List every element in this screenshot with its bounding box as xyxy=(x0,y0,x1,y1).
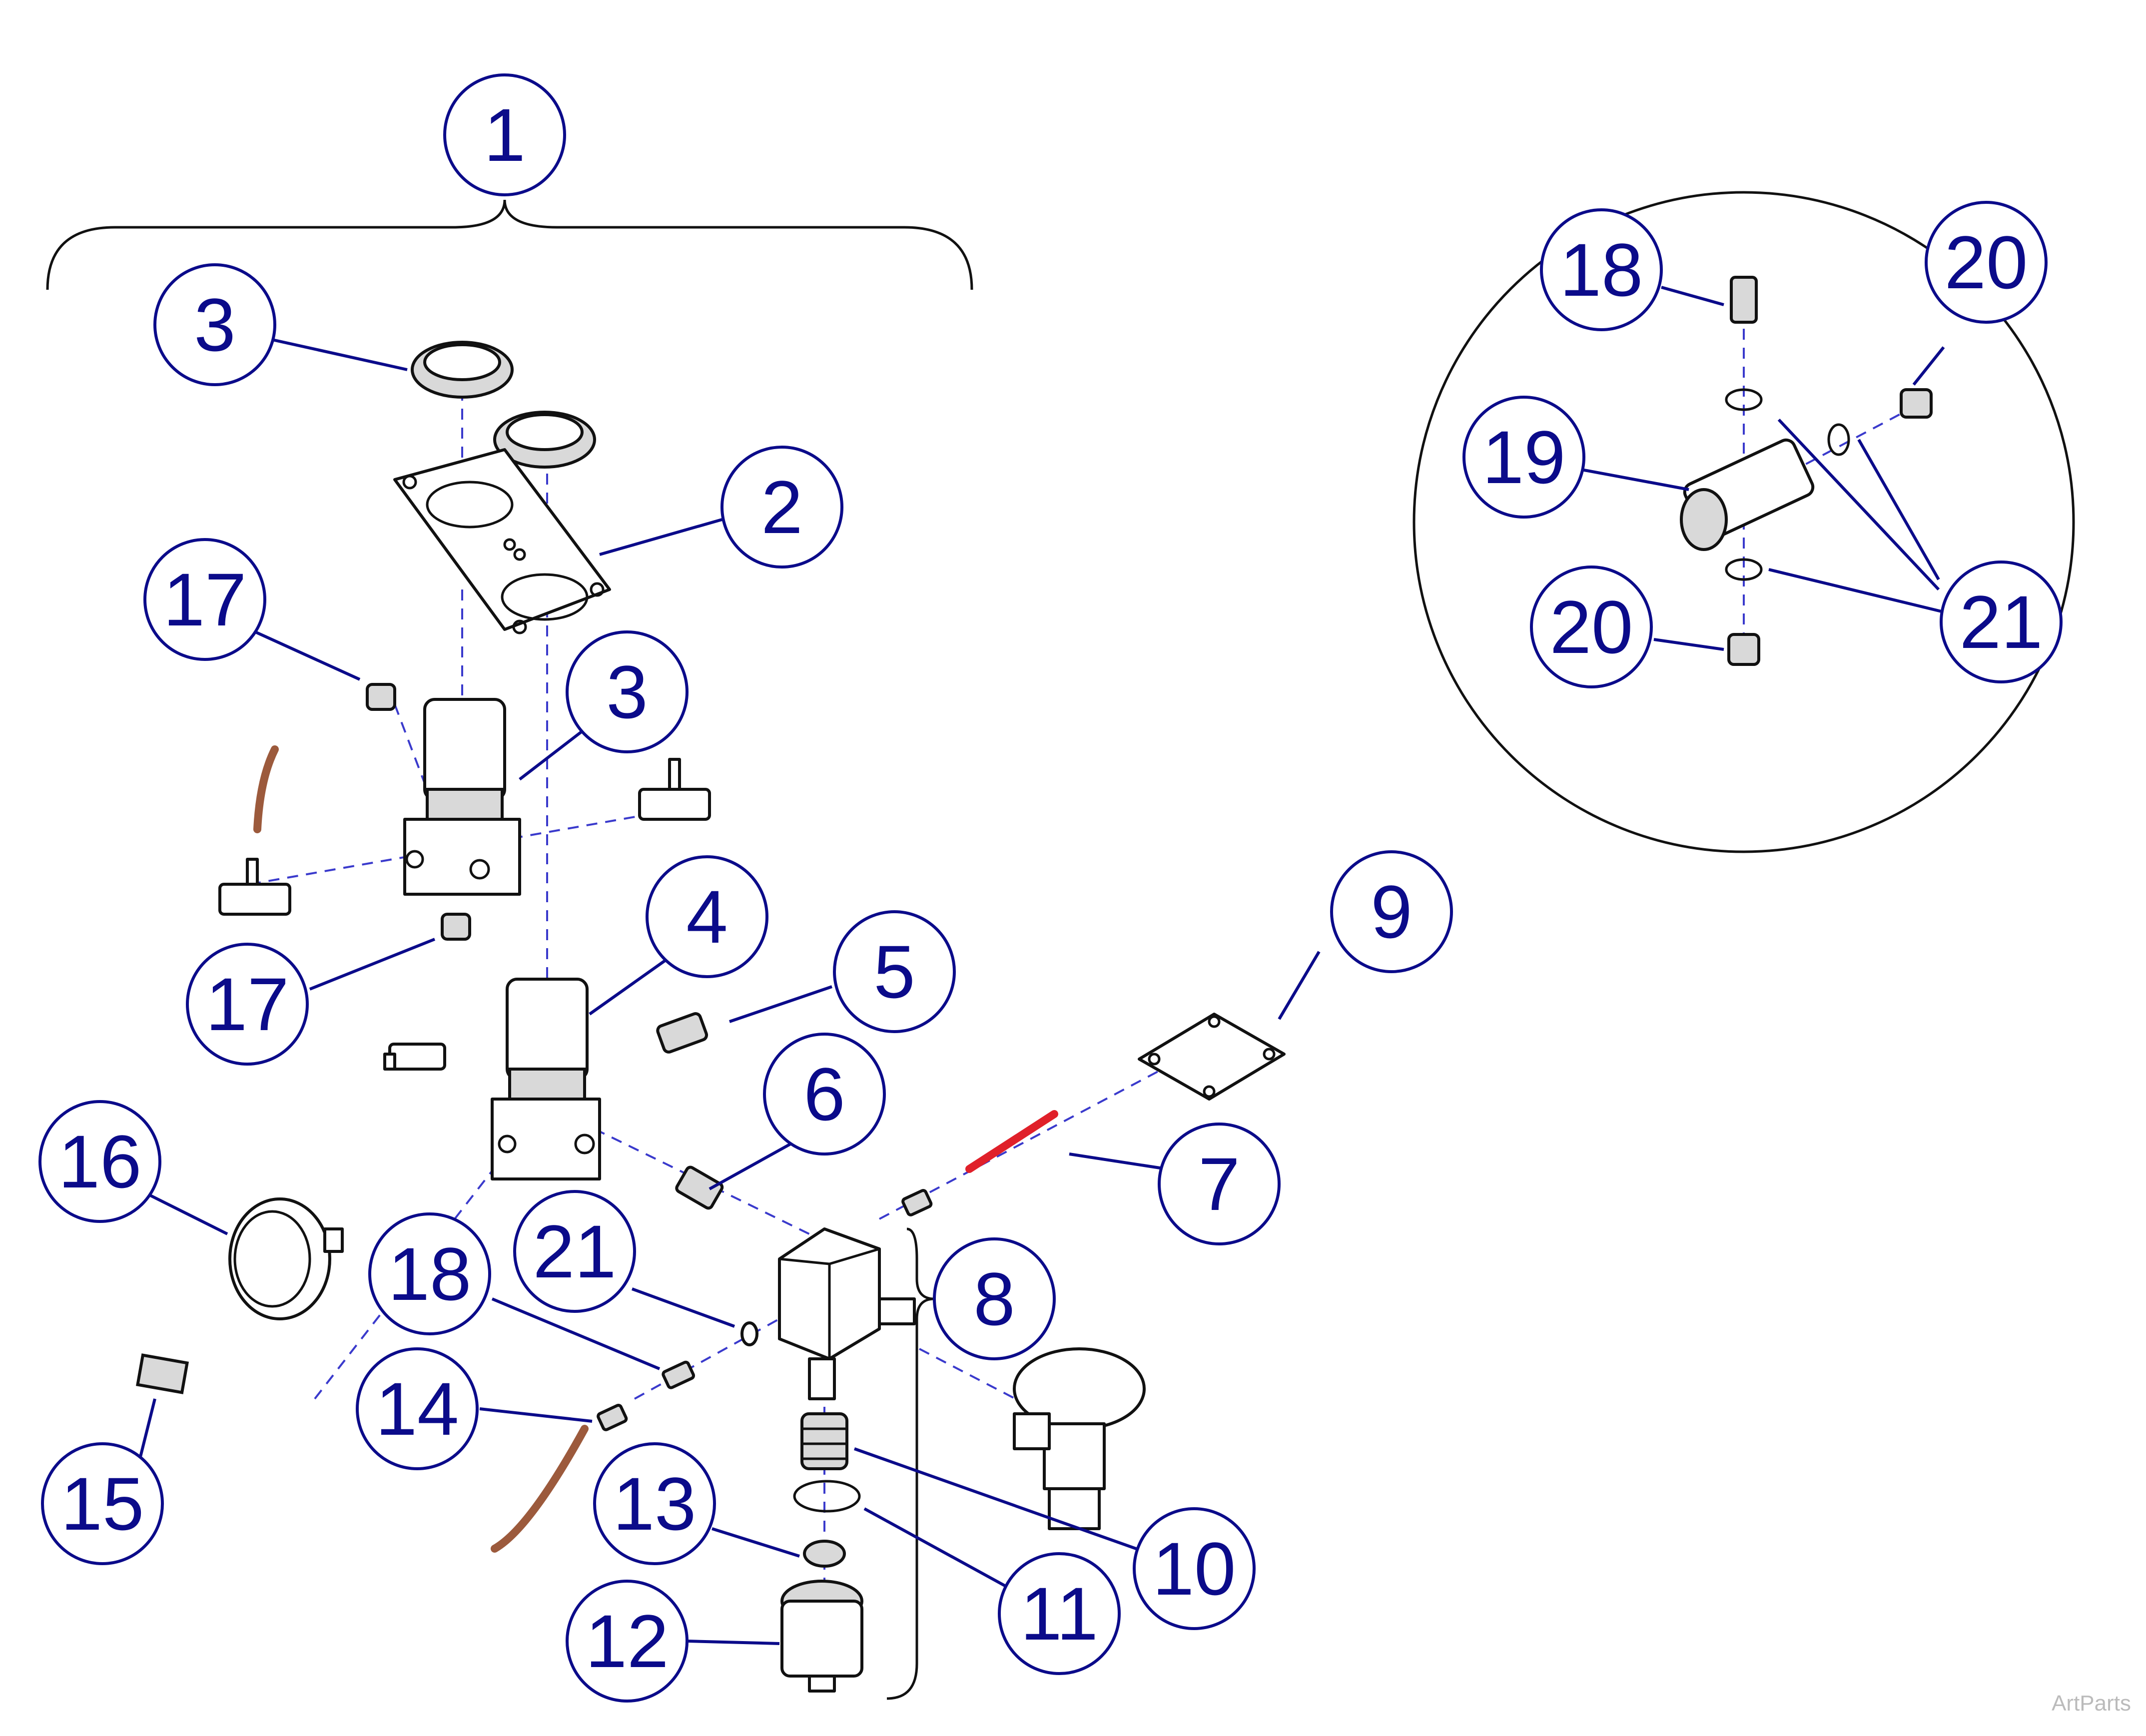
callout-label: 16 xyxy=(58,1120,142,1203)
callout-label: 12 xyxy=(586,1599,669,1683)
detail-o-ring-top xyxy=(1725,388,1763,411)
screw-7 xyxy=(901,1189,933,1216)
callout-3-mid: 3 xyxy=(566,630,689,753)
callout-label: 9 xyxy=(1371,870,1412,954)
callout-label: 3 xyxy=(194,283,235,367)
o-ring-11 xyxy=(793,1480,861,1513)
tubing-upper xyxy=(253,745,279,833)
callout-label: 14 xyxy=(376,1367,459,1451)
callout-label: 18 xyxy=(1560,228,1643,312)
callout-20-detail-top: 20 xyxy=(1925,201,2048,324)
callout-label: 18 xyxy=(388,1232,472,1316)
detail-fitting-18 xyxy=(1730,276,1758,324)
assembly-bracket-1 xyxy=(46,199,973,290)
male-connector-5 xyxy=(656,1012,709,1054)
callout-label: 21 xyxy=(533,1209,617,1293)
mounting-bracket-plate xyxy=(393,448,611,634)
callout-11: 11 xyxy=(998,1552,1121,1675)
callout-label: 5 xyxy=(873,930,915,1014)
pipe-plug-lower xyxy=(441,913,471,941)
callout-9: 9 xyxy=(1330,850,1453,973)
callout-14: 14 xyxy=(356,1347,479,1470)
tubing-lower xyxy=(491,1425,589,1553)
callout-label: 21 xyxy=(1960,580,2043,664)
callout-label: 17 xyxy=(206,962,289,1046)
gauge-label-15 xyxy=(135,1353,189,1394)
callout-label: 1 xyxy=(484,93,525,177)
callout-7: 7 xyxy=(1158,1123,1281,1245)
callout-label: 10 xyxy=(1153,1527,1236,1611)
callout-label: 15 xyxy=(61,1462,144,1546)
callout-18-lower: 18 xyxy=(368,1212,491,1335)
callout-1: 1 xyxy=(443,73,566,196)
regulator-upper xyxy=(403,698,521,896)
tee-fitting-mid xyxy=(383,1043,446,1071)
callout-21-lower: 21 xyxy=(513,1190,636,1313)
callout-label: 2 xyxy=(761,465,802,549)
element-13 xyxy=(803,1540,846,1568)
callout-10: 10 xyxy=(1133,1507,1256,1630)
callout-label: 20 xyxy=(1550,585,1633,669)
detail-plug-20-right xyxy=(1900,388,1933,419)
callout-20-detail-bottom: 20 xyxy=(1530,566,1653,688)
callout-12: 12 xyxy=(566,1580,689,1703)
callout-19: 19 xyxy=(1462,396,1585,519)
spring-10 xyxy=(800,1412,848,1470)
tee-fitting-right xyxy=(638,758,711,821)
callout-21-detail: 21 xyxy=(1940,561,2063,683)
watermark: ArtParts xyxy=(2052,1691,2131,1716)
tubing-red xyxy=(965,1110,1058,1173)
nipple-6 xyxy=(675,1165,724,1210)
callout-16: 16 xyxy=(38,1100,161,1223)
callout-5: 5 xyxy=(833,910,956,1033)
shutoff-valve xyxy=(1013,1347,1146,1530)
callout-label: 3 xyxy=(606,650,648,734)
pressure-gauge xyxy=(228,1197,344,1320)
callout-label: 20 xyxy=(1945,220,2028,304)
manifold-block xyxy=(778,1227,916,1400)
callout-label: 13 xyxy=(613,1462,697,1546)
screw-14 xyxy=(597,1404,628,1431)
detail-plug-20-bottom xyxy=(1727,633,1760,666)
callout-17-upper: 17 xyxy=(143,538,266,661)
detail-view-circle xyxy=(1413,191,2075,853)
callout-2: 2 xyxy=(720,446,843,569)
callout-label: 4 xyxy=(686,875,727,959)
tee-fitting-left xyxy=(218,858,291,916)
bowl-12 xyxy=(780,1580,863,1693)
o-ring-21-lower xyxy=(740,1321,758,1346)
leader-lines xyxy=(128,286,1945,1645)
callout-label: 19 xyxy=(1482,415,1566,499)
detail-o-ring-side xyxy=(1827,423,1850,456)
callout-label: 8 xyxy=(973,1257,1015,1341)
detail-o-ring-bottom xyxy=(1725,558,1763,581)
detail-adapter-19 xyxy=(1680,438,1815,551)
callout-label: 17 xyxy=(163,558,247,641)
callout-13: 13 xyxy=(593,1442,716,1565)
callout-18-detail: 18 xyxy=(1540,208,1663,331)
callout-4: 4 xyxy=(646,855,768,978)
lock-ring-top-right xyxy=(493,411,596,469)
pipe-plug-upper xyxy=(366,683,396,711)
callout-label: 6 xyxy=(803,1052,845,1136)
fitting-18-lower xyxy=(662,1360,696,1389)
callout-8: 8 xyxy=(933,1237,1056,1360)
callout-17-lower: 17 xyxy=(186,943,309,1066)
gasket-9 xyxy=(1138,1013,1286,1101)
callout-6: 6 xyxy=(763,1033,886,1156)
lock-ring-top-left xyxy=(411,341,514,399)
regulator-lower xyxy=(491,978,601,1180)
callout-3-top: 3 xyxy=(153,263,276,386)
callout-label: 11 xyxy=(1020,1572,1098,1656)
callout-label: 7 xyxy=(1198,1142,1240,1226)
callout-15: 15 xyxy=(41,1442,164,1565)
